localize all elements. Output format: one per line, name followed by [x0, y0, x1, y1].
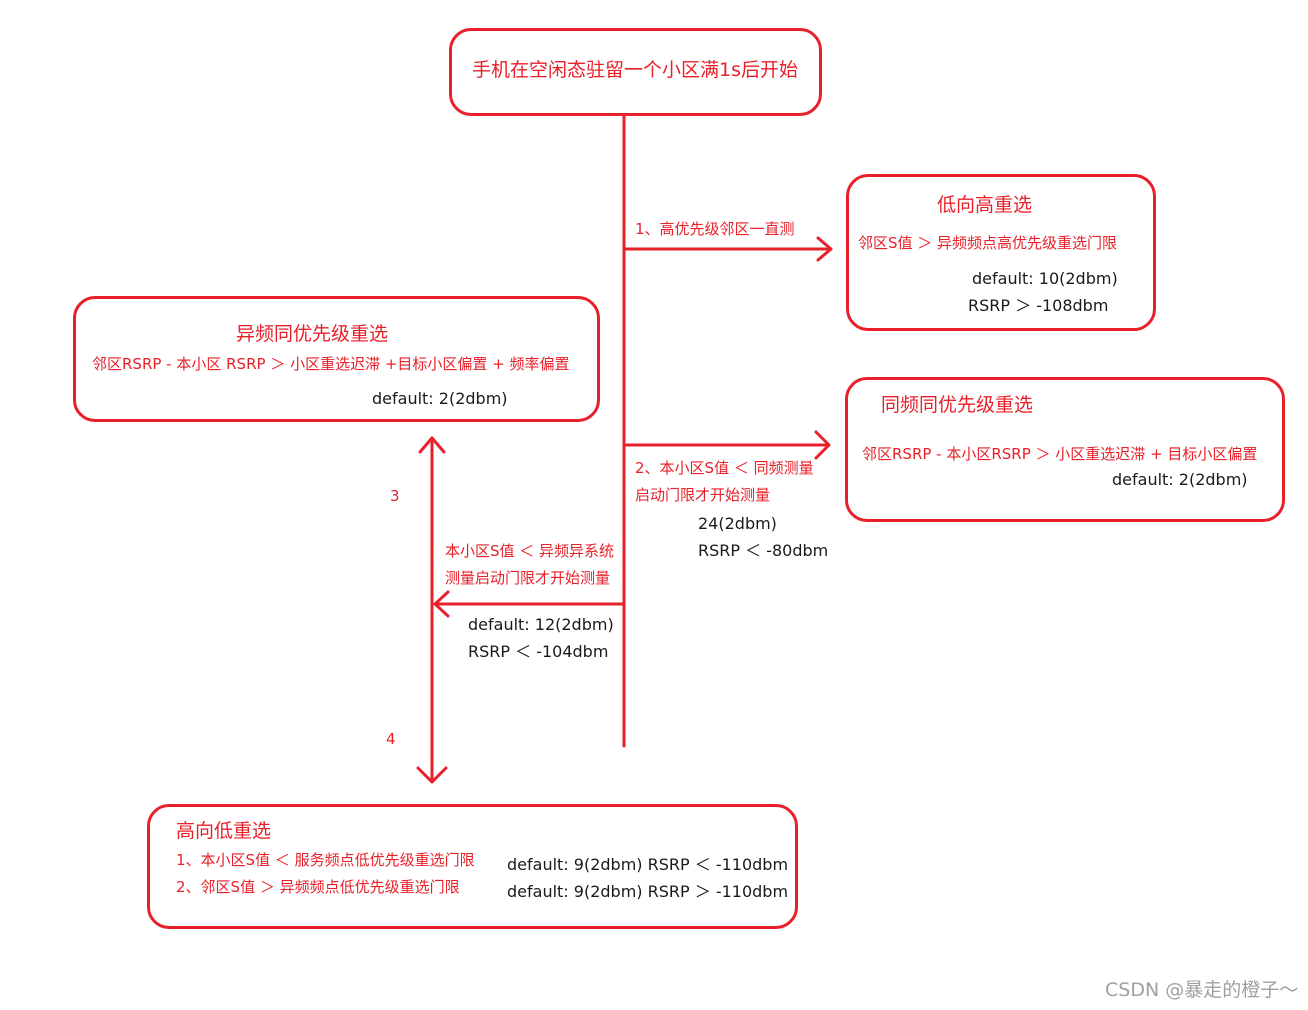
start-node: 手机在空闲态驻留一个小区满1s后开始: [449, 28, 822, 116]
low-to-high-rsrp: RSRP ＞ -108dbm: [968, 296, 1109, 315]
high-to-low-rule2: 2、邻区S值 ＞ 异频频点低优先级重选门限: [176, 878, 460, 896]
edge-3-rsrp: RSRP ＜ -104dbm: [468, 642, 609, 661]
low-to-high-rule: 邻区S值 ＞ 异频频点高优先级重选门限: [858, 234, 1118, 252]
arrowhead-up-inter-freq: [418, 436, 446, 454]
edge-3-default: default: 12(2dbm): [468, 615, 614, 634]
high-to-low-value2: default: 9(2dbm) RSRP ＞ -110dbm: [507, 882, 789, 901]
high-to-low-rule1: 1、本小区S值 ＜ 服务频点低优先级重选门限: [176, 851, 475, 869]
high-to-low-title: 高向低重选: [176, 820, 272, 842]
low-to-high-node: 低向高重选 邻区S值 ＞ 异频频点高优先级重选门限 default: 10(2d…: [846, 174, 1156, 331]
edge-3-label-line2: 测量启动门限才开始测量: [445, 569, 611, 587]
edge-3-label-line1: 本小区S值 ＜ 异频异系统: [445, 542, 615, 560]
low-to-high-title: 低向高重选: [937, 194, 1033, 216]
edge-2-label-line2: 启动门限才开始测量: [635, 486, 771, 504]
arrowhead-vertical-branch: [433, 590, 450, 618]
high-to-low-value1: default: 9(2dbm) RSRP ＜ -110dbm: [507, 855, 789, 874]
inter-freq-rule: 邻区RSRP - 本小区 RSRP ＞ 小区重选迟滞 +目标小区偏置 + 频率偏…: [92, 355, 570, 373]
start-node-title: 手机在空闲态驻留一个小区满1s后开始: [472, 59, 798, 81]
intra-freq-rule: 邻区RSRP - 本小区RSRP ＞ 小区重选迟滞 + 目标小区偏置: [862, 445, 1258, 463]
edge-number-4: 4: [386, 730, 396, 748]
arrowhead-low-to-high: [816, 236, 833, 262]
intra-freq-same-priority-node: 同频同优先级重选 邻区RSRP - 本小区RSRP ＞ 小区重选迟滞 + 目标小…: [845, 377, 1285, 522]
watermark: CSDN @暴走的橙子～: [1105, 979, 1299, 1001]
edge-2-label-line1: 2、本小区S值 ＜ 同频测量: [635, 459, 814, 477]
edge-1-label: 1、高优先级邻区一直测: [635, 220, 795, 238]
arrowhead-down-high-to-low: [416, 766, 448, 784]
edge-2-rsrp: RSRP ＜ -80dbm: [698, 541, 829, 560]
high-to-low-node: 高向低重选 1、本小区S值 ＜ 服务频点低优先级重选门限 2、邻区S值 ＞ 异频…: [147, 804, 798, 929]
edge-2-default: 24(2dbm): [698, 514, 777, 533]
inter-freq-default: default: 2(2dbm): [372, 389, 508, 408]
arrowhead-intra-freq: [814, 430, 831, 460]
low-to-high-default: default: 10(2dbm): [972, 269, 1118, 288]
inter-freq-title: 异频同优先级重选: [236, 323, 389, 345]
intra-freq-default: default: 2(2dbm): [1112, 470, 1248, 489]
intra-freq-title: 同频同优先级重选: [881, 394, 1034, 416]
inter-freq-same-priority-node: 异频同优先级重选 邻区RSRP - 本小区 RSRP ＞ 小区重选迟滞 +目标小…: [73, 296, 600, 422]
edge-number-3: 3: [390, 487, 400, 505]
